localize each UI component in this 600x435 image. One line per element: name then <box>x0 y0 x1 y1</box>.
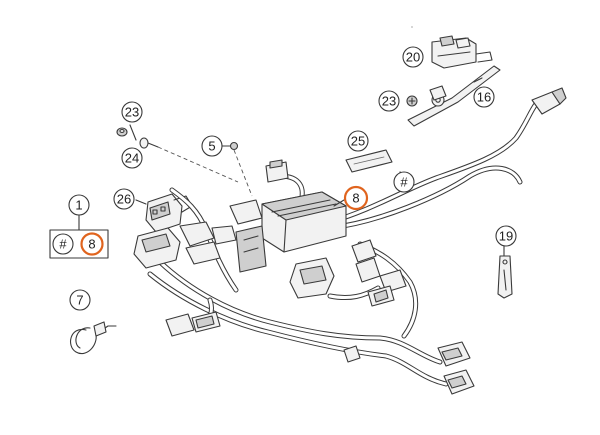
svg-text:24: 24 <box>125 151 139 166</box>
connector-lower-left <box>165 311 221 337</box>
svg-text:8: 8 <box>88 237 95 252</box>
connector-lower-right-2 <box>443 369 475 395</box>
harness-upper-branch <box>327 101 539 231</box>
callout-16: 16 <box>473 86 495 108</box>
connector-small-mid-bottom <box>343 345 361 363</box>
callout-20: 20 <box>402 46 424 68</box>
svg-text:7: 7 <box>76 293 83 308</box>
part-26-connector <box>145 193 193 233</box>
part-16-bracket <box>407 65 501 127</box>
svg-text:8: 8 <box>352 191 359 206</box>
part-25-label <box>345 149 393 173</box>
connector-top-right <box>531 87 567 115</box>
svg-text:#: # <box>400 175 408 190</box>
connector-top-small <box>265 159 289 183</box>
svg-text:26: 26 <box>117 192 131 207</box>
connector-cluster-right <box>289 239 407 307</box>
part-20-bracket-block <box>431 35 493 69</box>
svg-text:1: 1 <box>75 198 82 213</box>
callout-19: 19 <box>495 225 517 247</box>
part-23-washer-left <box>116 127 128 137</box>
part-5-screw <box>229 141 239 151</box>
part-24-bolt <box>139 137 159 149</box>
part-23-screw-right <box>406 95 418 107</box>
callout-hash-kit: # <box>52 233 74 255</box>
callout-24: 24 <box>121 147 143 169</box>
svg-text:23: 23 <box>125 105 139 120</box>
part-19-cable-clamp <box>497 255 513 299</box>
svg-text:25: 25 <box>351 134 365 149</box>
callout-1: 1 <box>68 194 90 216</box>
connector-lower-right-1 <box>437 341 471 367</box>
svg-text:23: 23 <box>382 94 396 109</box>
callout-7: 7 <box>69 289 91 311</box>
connector-cluster-left <box>133 199 267 273</box>
callout-26: 26 <box>113 188 135 210</box>
part-7-cable-tie <box>70 321 117 354</box>
callout-hash-main: # <box>393 171 415 193</box>
svg-text:5: 5 <box>208 139 215 154</box>
kit-bracket <box>49 213 109 259</box>
svg-text:20: 20 <box>406 50 420 65</box>
svg-text:16: 16 <box>477 90 491 105</box>
callout-23-right: 23 <box>378 90 400 112</box>
svg-text:19: 19 <box>499 229 513 244</box>
callout-8-kit[interactable]: 8 <box>80 232 104 256</box>
callout-25: 25 <box>347 130 369 152</box>
callout-8-main[interactable]: 8 <box>343 185 369 211</box>
callout-5: 5 <box>201 135 223 157</box>
fuse-box-central <box>261 191 347 253</box>
svg-text:#: # <box>59 237 67 252</box>
callout-23-left: 23 <box>121 101 143 123</box>
